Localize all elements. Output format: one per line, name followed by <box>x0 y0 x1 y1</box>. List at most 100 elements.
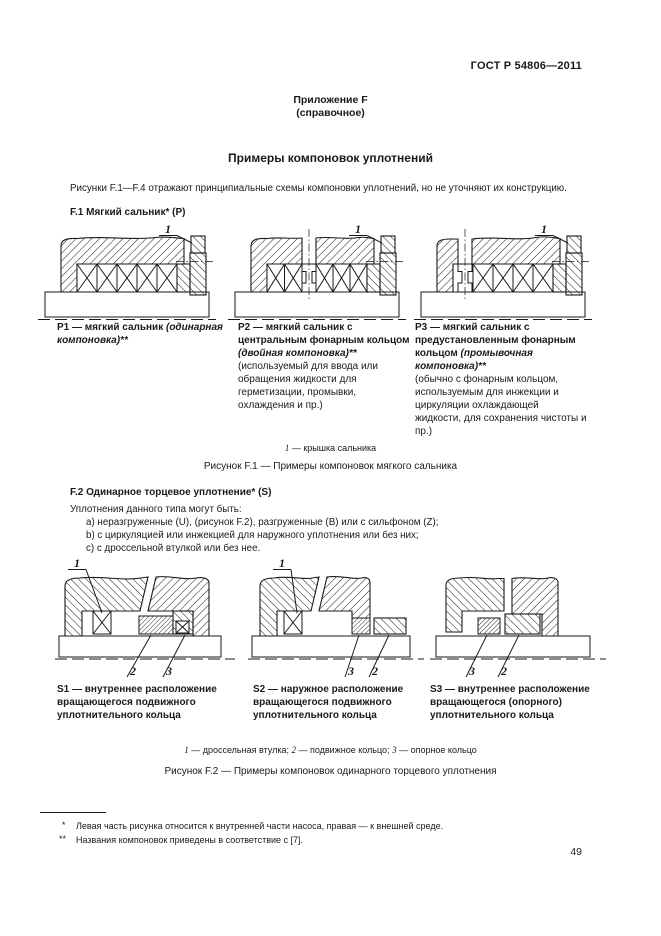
footnote-rule <box>40 812 106 813</box>
spring-box <box>175 620 190 634</box>
svg-text:1: 1 <box>74 556 80 570</box>
shaft <box>44 291 210 318</box>
housing-left <box>436 238 459 293</box>
figure-f2-legend: 1 — дроссельная втулка; 2 — подвижное ко… <box>0 745 661 755</box>
callout-3: 3 <box>162 634 186 678</box>
housing-right <box>147 576 210 637</box>
callout-1: 1 <box>535 222 569 244</box>
packing-boxes <box>472 263 554 293</box>
footnote-2-marker: ** <box>59 833 67 844</box>
figure-s3-diagram: 3 2 <box>430 556 610 680</box>
caption-s1: S1 — внутреннее расположение вращающегос… <box>57 684 217 721</box>
svg-text:2: 2 <box>500 664 507 678</box>
figure-f1-legend: 1 — крышка сальника <box>0 443 661 453</box>
legend-text-3: — опорное кольцо <box>396 745 477 755</box>
svg-text:1: 1 <box>165 222 171 236</box>
callout-1: 1 <box>349 222 383 244</box>
gland-cover <box>379 252 397 296</box>
housing-left <box>259 576 320 637</box>
caption-p2-name: (двойная компоновка)** <box>238 348 357 359</box>
housing-hatched <box>60 236 185 293</box>
callout-3: 3 <box>344 634 360 678</box>
packing-boxes <box>266 263 368 293</box>
svg-text:3: 3 <box>347 664 354 678</box>
callout-1: 1 <box>159 222 193 244</box>
gland-cover <box>565 252 583 296</box>
footnotes: * Левая часть рисунка относится к внутре… <box>56 820 601 847</box>
seal-ring <box>477 617 501 635</box>
callout-2: 2 <box>368 634 390 678</box>
gland-bolt <box>190 235 206 254</box>
caption-p2-title: P2 — мягкий сальник с центральным фонарн… <box>238 322 410 346</box>
figure-p1-diagram: 1 <box>38 222 216 324</box>
housing-right <box>511 577 559 637</box>
doc-number: ГОСТ Р 54806—2011 <box>470 60 582 72</box>
legend-text-1: — крышка сальника <box>289 443 377 453</box>
gland-follower <box>176 263 191 293</box>
footnote-2-text: Названия компоновок приведены в соответс… <box>76 834 304 845</box>
footnote-1: * Левая часть рисунка относится к внутре… <box>56 820 601 834</box>
rotating-seal-ring-external <box>373 617 407 635</box>
svg-text:3: 3 <box>468 664 475 678</box>
appendix-title: Приложение F <box>293 94 368 106</box>
caption-s2: S2 — наружное расположение вращающегося … <box>253 684 404 721</box>
caption-p2: P2 — мягкий сальник с центральным фонарн… <box>238 321 410 412</box>
legend-text-2: — подвижное кольцо; <box>295 745 393 755</box>
shaft <box>420 291 586 318</box>
footnote-1-marker: * <box>62 820 66 830</box>
list-item-a: a) неразгруженные (U), (рисунок F.2), ра… <box>86 517 439 528</box>
footnote-1-text: Левая часть рисунка относится к внутренн… <box>76 821 444 831</box>
legend-num-1: 1 <box>284 443 290 453</box>
figure-f2-caption: Рисунок F.2 — Примеры компоновок одинарн… <box>164 766 497 777</box>
figure-p2-diagram: 1 <box>228 222 406 324</box>
shaft <box>234 291 400 318</box>
housing-left <box>64 576 149 637</box>
svg-text:1: 1 <box>355 222 361 236</box>
gland-bolt <box>380 235 396 254</box>
svg-text:1: 1 <box>541 222 547 236</box>
shaft <box>58 635 222 658</box>
packing-boxes <box>76 263 178 293</box>
legend-num-3: 3 <box>392 745 397 755</box>
rotating-support-ring <box>504 613 541 635</box>
footnote-2: ** Названия компоновок приведены в соотв… <box>56 834 601 848</box>
housing-right <box>315 236 375 265</box>
caption-s3: S3 — внутреннее расположение вращающегос… <box>430 684 590 721</box>
list-item-b: b) с циркуляцией или инжекцией для наруж… <box>86 530 419 541</box>
appendix-subtitle: (справочное) <box>296 107 365 119</box>
svg-text:3: 3 <box>165 664 172 678</box>
housing-left <box>445 576 505 633</box>
caption-p3-title: P3 — мягкий сальник с предустановленным … <box>415 322 576 359</box>
gland-cover <box>189 252 207 296</box>
svg-text:2: 2 <box>129 664 136 678</box>
page-number: 49 <box>570 846 582 858</box>
callout-3: 3 <box>465 634 488 678</box>
throttle-bushing <box>92 610 112 635</box>
legend-num-2: 2 <box>291 745 296 755</box>
gland-bolt <box>566 235 582 254</box>
figure-s1-diagram: 1 2 3 <box>55 556 235 680</box>
callout-2: 2 <box>126 634 152 678</box>
throttle-bushing <box>283 610 303 635</box>
gland-follower <box>366 263 381 293</box>
section-f2-intro: Уплотнения данного типа могут быть: <box>70 504 242 515</box>
legend-text-1: — дроссельная втулка; <box>188 745 292 755</box>
caption-p1: P1 — мягкий сальник (одинарная компоновк… <box>57 321 225 347</box>
section-f2-heading: F.2 Одинарное торцевое уплотнение* (S) <box>70 487 272 498</box>
appendix-heading: Приложение F (справочное) <box>0 94 661 120</box>
legend-num-1: 1 <box>184 745 189 755</box>
figure-f1-caption: Рисунок F.1 — Примеры компоновок мягкого… <box>203 461 458 472</box>
callout-2: 2 <box>497 634 520 678</box>
gland-follower <box>552 263 567 293</box>
list-item-c: c) с дроссельной втулкой или без нее. <box>86 543 261 554</box>
housing-right <box>318 576 371 619</box>
page-title: Примеры компоновок уплотнений <box>228 151 433 165</box>
caption-p3: P3 — мягкий сальник с предустановленным … <box>415 321 587 438</box>
section-f2-list: a) неразгруженные (U), (рисунок F.2), ра… <box>86 516 586 555</box>
svg-text:1: 1 <box>279 556 285 570</box>
section-f1-heading: F.1 Мягкий сальник* (P) <box>70 207 186 218</box>
intro-paragraph: Рисунки F.1—F.4 отражают принципиальные … <box>70 183 567 194</box>
caption-p3-note: (обычно с фонарным кольцом, используемым… <box>415 374 587 437</box>
figure-s2-diagram: 1 3 2 <box>248 556 428 680</box>
